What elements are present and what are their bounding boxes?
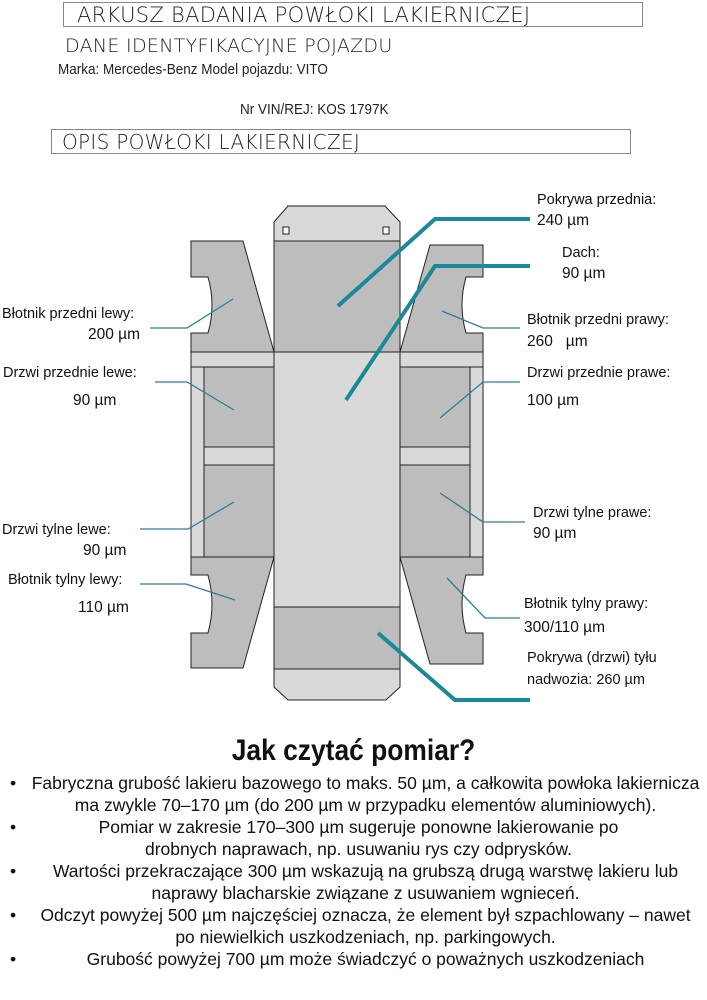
front-door-right-value: 100 µm — [527, 392, 580, 409]
tailgate-value: nadwozia: 260 µm — [527, 672, 645, 688]
right-pillar — [399, 446, 471, 466]
front-door-left-value: 90 µm — [73, 392, 117, 409]
rear-fender-right — [399, 556, 484, 665]
hood-panel — [273, 240, 401, 353]
rear-door-right-pointer — [439, 492, 525, 523]
coating-section-title: OPIS POWŁOKI LAKIERNICZEJ — [62, 130, 361, 154]
front-light-left — [282, 226, 290, 235]
left-sill-top — [190, 351, 275, 368]
rear-fender-left-value: 110 µm — [78, 599, 129, 616]
guide-list: Fabryczna grubość lakieru bazowego to ma… — [0, 772, 707, 970]
front-bumper — [273, 205, 401, 242]
vin: Nr VIN/REJ: KOS 1797K — [240, 101, 389, 118]
roof-label: Dach: — [562, 245, 600, 261]
rear-door-right-value: 90 µm — [533, 525, 577, 542]
rear-fender-right-pointer — [446, 577, 520, 619]
rear-fender-right-label: Błotnik tylny prawy: — [524, 596, 649, 612]
rear-bumper — [273, 668, 401, 701]
rear-fender-left-label: Błotnik tylny lewy: — [8, 572, 123, 588]
left-outer-strip — [190, 366, 205, 558]
rear-door-left-label: Drzwi tylne lewe: — [2, 522, 111, 538]
roof-panel — [273, 351, 401, 608]
roof-pointer — [344, 264, 530, 402]
tailgate-label: Pokrywa (drzwi) tyłu — [527, 650, 657, 666]
rear-fender-left-pointer — [140, 583, 236, 601]
right-sill-top — [399, 351, 484, 368]
coating-section-box — [51, 129, 631, 154]
front-door-right-label: Drzwi przednie prawe: — [527, 365, 671, 381]
sheet-title: ARKUSZ BADANIA POWŁOKI LAKIERNICZEJ — [77, 3, 531, 27]
roof-value: 90 µm — [562, 265, 606, 282]
front-door-right-panel — [399, 366, 471, 448]
front-door-left-pointer — [155, 381, 235, 411]
rear-fender-right-value: 300/110 µm — [524, 619, 606, 636]
front-fender-left — [190, 240, 275, 353]
vehicle-diagram — [140, 205, 530, 702]
front-fender-right-value: 260 µm — [527, 333, 588, 350]
hood-value: 240 µm — [537, 212, 590, 229]
rear-door-left-panel — [203, 464, 275, 558]
rear-fender-left — [190, 556, 275, 669]
title-box — [63, 2, 643, 27]
front-door-left-label: Drzwi przednie lewe: — [3, 365, 137, 381]
hood-pointer — [336, 217, 530, 308]
front-door-right-pointer — [439, 381, 520, 419]
front-fender-left-value: 200 µm — [88, 326, 141, 343]
left-pillar — [203, 446, 275, 466]
rear-door-right-panel — [399, 464, 471, 558]
guide-item: Pomiar w zakresie 170–300 µm sugeruje po… — [0, 816, 707, 860]
guide-item: Wartości przekraczające 300 µm wskazują … — [0, 860, 707, 904]
rear-door-right-label: Drzwi tylne prawe: — [533, 505, 652, 521]
guide-item: Odczyt powyżej 500 µm najczęściej oznacz… — [0, 904, 707, 948]
rear-door-left-pointer — [140, 501, 235, 530]
guide-item: Grubość powyżej 700 µm może świadczyć o … — [0, 948, 707, 970]
rear-door-left-value: 90 µm — [83, 542, 127, 559]
right-outer-strip — [469, 366, 484, 558]
front-door-left-panel — [203, 366, 275, 448]
guide-title: Jak czytać pomiar? — [231, 734, 476, 767]
front-light-right — [382, 226, 390, 235]
guide-item: Fabryczna grubość lakieru bazowego to ma… — [0, 772, 707, 816]
hood-label: Pokrywa przednia: — [537, 192, 657, 208]
vehicle-section-title: DANE IDENTYFIKACYJNE POJAZDU — [65, 35, 393, 57]
front-fender-left-label: Błotnik przedni lewy: — [2, 306, 135, 322]
front-fender-left-pointer — [150, 298, 234, 329]
front-fender-right-label: Błotnik przedni prawy: — [527, 312, 669, 328]
tailgate-panel — [273, 606, 401, 670]
front-fender-right-pointer — [441, 310, 520, 329]
make-model: Marka: Mercedes-Benz Model pojazdu: VITO — [58, 61, 328, 78]
tailgate-pointer — [376, 631, 530, 702]
